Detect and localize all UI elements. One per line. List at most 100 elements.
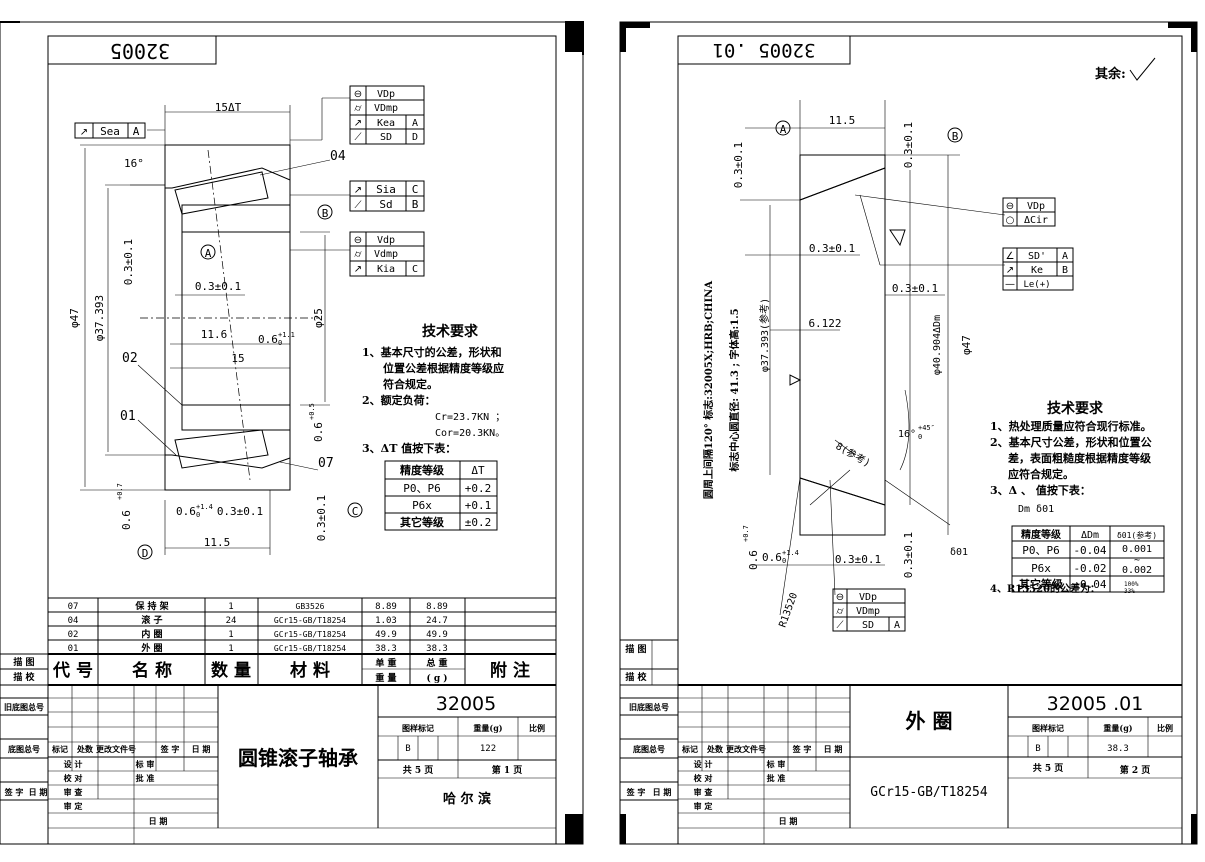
- bom-cell: 8.89: [375, 602, 397, 612]
- bom-header: 名 称: [132, 660, 172, 681]
- fcf-sia-datum-0: C: [412, 183, 419, 196]
- s2-dim-angle: 16°: [898, 429, 916, 440]
- dim-sup0a: 0: [278, 339, 282, 347]
- datum-d-marker: [137, 544, 153, 560]
- dim-w15: 15: [231, 352, 244, 365]
- bom-header: 附 注: [490, 660, 530, 681]
- fcf-inner-label-2: Kia: [377, 264, 395, 275]
- s2-grade-cell: -0.02: [1073, 562, 1106, 575]
- tb-label: 批 准: [136, 773, 155, 783]
- bom-header: 重 量: [375, 672, 396, 684]
- s2-tech-req-line-1: 2、基本尺寸公差，形状和位置公: [990, 435, 1152, 449]
- s2-grade-header-0: 精度等级: [1021, 528, 1062, 541]
- s2-grade-cell: ±0.04: [1073, 578, 1106, 591]
- grade-cell: P0、P6: [403, 482, 441, 495]
- fcf-inner: ⊖ Vdp ⌭ Vdmp ↗ Kia C: [349, 231, 425, 277]
- bom-cell: 1: [228, 644, 233, 654]
- dim-d37393: φ37.393: [93, 295, 106, 341]
- s2-fcf-top: ⊖ VDp ○ ΔCir: [1002, 197, 1056, 227]
- s2-tech-req-line-0: 1、热处理质量应符合现行标准。: [990, 419, 1152, 433]
- s2-tb-label: 标 审: [766, 759, 786, 769]
- fcf-sia-label-0: Sia: [376, 183, 396, 196]
- dim-c03a: 0.3±0.1: [122, 239, 135, 285]
- fcf-inner-label-0: Vdp: [377, 235, 395, 246]
- s2-grade-cell: 0.001: [1122, 544, 1152, 555]
- fcf-sea-label: Sea: [100, 125, 120, 138]
- tech-req-line-2: 符合规定。: [383, 377, 438, 391]
- tb-label: 图样标记: [402, 723, 434, 733]
- s2-fcf-mid-datum-0: A: [1062, 251, 1068, 262]
- s2-grade-cell: 0.002: [1122, 565, 1152, 576]
- sheet1-side-labels: 描 图 描 校 旧底图总号 底图总号 签 字 日 期: [0, 653, 48, 801]
- s2-tb-label: 图样标记: [1032, 723, 1064, 733]
- s2-datum-a-label: A: [780, 123, 787, 136]
- bom-cell: 38.3: [375, 644, 397, 654]
- s2-tech-req-line-2: 差，表面粗糙度根据精度等级: [1008, 451, 1152, 465]
- s2-fcf-mid-sym-2: —: [1005, 279, 1015, 290]
- sheet2-side-labels: 描 图 描 校 旧底图总号 底图总号 签 字 日 期: [620, 639, 678, 801]
- s2-fcf-mid: ∠ SD' A ↗ Ke B — Le(+): [1002, 247, 1074, 291]
- bom-cell: 外 圈: [140, 642, 162, 654]
- s2-dim-c03b: 0.3±0.1: [902, 122, 915, 168]
- s2-grade-cell: -0.04: [1073, 544, 1106, 557]
- s2-fcf-top-label-0: VDp: [1027, 201, 1045, 212]
- dim-c06c: 0.6: [120, 510, 133, 530]
- bom-cell: 49.9: [426, 630, 448, 640]
- tech-req-line-5: Cor=20.3KN。: [435, 428, 505, 439]
- inner-ring-bottom: [181, 404, 291, 431]
- s2-fcf-bot-datum-2: A: [894, 620, 900, 631]
- s2-grade-tilde: ~: [1134, 555, 1140, 566]
- dim-sup14: +1.4: [196, 503, 213, 511]
- fcf-sea-sym: ↗: [80, 127, 88, 138]
- s2-dim-c03c: 0.3±0.1: [809, 242, 855, 255]
- fcf-outer-sym-2: ↗: [354, 118, 362, 129]
- grade-cell: ±0.2: [465, 516, 492, 529]
- s2-dim-c03f: 0.3±0.1: [902, 532, 915, 578]
- s2-dim-angle-up: +45″: [918, 424, 935, 432]
- bom-cell: 滚 子: [141, 614, 162, 626]
- bom-cell: 04: [68, 616, 79, 626]
- bom-cell: 1: [228, 630, 233, 640]
- sheet2-grade-table: 精度等级 ΔDm δ01(参考) P0、P6 -0.04 0.001 ~ P6x…: [1011, 525, 1165, 595]
- s2-fcf-mid-sym-0: ∠: [1006, 251, 1015, 262]
- s2-dim-d40904: φ40.904ΔDm: [932, 315, 943, 375]
- s2-tb-label: 批 准: [767, 773, 786, 783]
- part-02-label: 02: [122, 351, 138, 366]
- fcf-sia-datum-1: B: [412, 198, 419, 211]
- s2-dim-d37393: φ37.393(参考): [758, 298, 771, 372]
- bom-header: 单 重: [375, 657, 396, 669]
- bom-header: ( g ): [426, 673, 447, 684]
- s2-fcf-mid-label-0: SD': [1028, 251, 1046, 262]
- grade-cell: P6x: [412, 499, 432, 512]
- fcf-sea-datum: A: [133, 125, 140, 138]
- side-label: 旧底图总号: [4, 702, 44, 712]
- fcf-inner-datum-2: C: [412, 264, 418, 275]
- sheet2: 32005 .01 其余:: [619, 21, 1198, 845]
- s2-tb-label: 标记: [681, 744, 698, 754]
- s2-fcf-bot-label-0: VDp: [859, 592, 877, 603]
- tb-total-pages: 共 5 页: [403, 764, 434, 776]
- fcf-sia-label-1: Sd: [379, 198, 392, 211]
- s2-grade-header-2: δ01(参考): [1117, 530, 1157, 540]
- s2-tb-weight: 38.3: [1107, 744, 1129, 754]
- dim-c06d: 0.6: [312, 422, 325, 442]
- datum-b-label: B: [322, 207, 329, 220]
- bom-row: 07 保 持 架 1 GB3526 8.89 8.89: [68, 600, 448, 612]
- inner-ring-top: [181, 204, 291, 233]
- datum-c-label: C: [352, 505, 359, 518]
- s2-tb-page: 第 2 页: [1120, 764, 1151, 776]
- outer-ring-section: [740, 100, 1006, 616]
- s2-fcf-top-sym-0: ⊖: [1006, 201, 1014, 212]
- s2-vertical-note-2: 标志中心圆直径: 41.3 ; 字体高:1.5: [728, 308, 741, 472]
- bom-row: 01 外 圈 1 GCr15-GB/T18254 38.3 38.3: [68, 642, 448, 654]
- s2-side-label: 底图总号: [632, 744, 665, 754]
- s2-tb-label: 设 计: [694, 759, 713, 769]
- side-label: 描 校: [13, 671, 35, 683]
- s2-dim-c03a: 0.3±0.1: [732, 142, 745, 188]
- title-part-number: 32005: [436, 693, 496, 715]
- s2-dim-sup0: 0: [782, 557, 786, 565]
- s2-dim-ref8: 8(参考): [834, 439, 873, 469]
- side-label: 日 期: [29, 787, 48, 797]
- s2-datum-b-marker: [947, 127, 963, 143]
- tb-label: 日 期: [149, 816, 168, 826]
